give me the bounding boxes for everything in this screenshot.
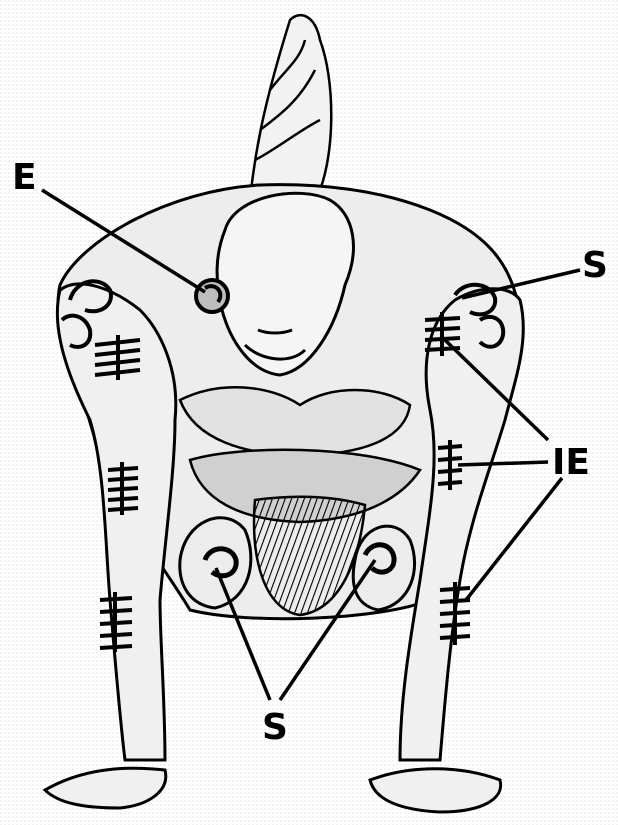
label-knee: S: [262, 710, 288, 746]
label-ear: E: [12, 160, 37, 196]
ear-marker: [196, 280, 228, 312]
label-shoulder: S: [582, 248, 608, 284]
label-ie: IE: [552, 445, 590, 481]
